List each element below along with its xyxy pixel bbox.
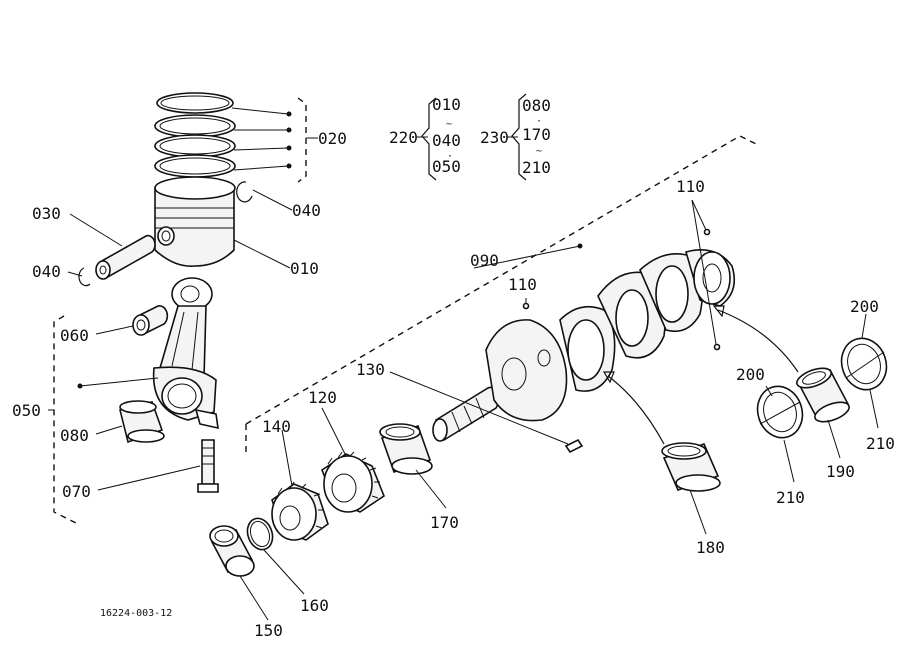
thrust-washer-front	[756, 385, 804, 439]
front-bearing	[379, 423, 433, 475]
kit-230-to: 210	[522, 158, 551, 177]
label-120: 120	[308, 388, 337, 407]
woodruff-key	[564, 438, 584, 454]
label-050: 050	[12, 401, 41, 420]
label-200-rear: 200	[850, 297, 879, 316]
main-bearing	[661, 442, 721, 492]
crankpin-bearing	[119, 400, 165, 444]
label-150: 150	[254, 621, 283, 640]
oil-pump-gear	[271, 481, 329, 541]
label-040-right: 040	[292, 201, 321, 220]
kit-220-legend: 220 010 ~ 040 · 050	[389, 95, 461, 181]
label-210-front: 210	[776, 488, 805, 507]
label-110-rear: 110	[676, 177, 705, 196]
piston-rings	[154, 92, 236, 178]
label-030: 030	[32, 204, 61, 223]
kit-230-mid: 170	[522, 125, 551, 144]
piston	[154, 176, 236, 267]
label-040-left: 040	[32, 262, 61, 281]
kit-230-sep2: ~	[536, 146, 542, 157]
label-180: 180	[696, 538, 725, 557]
label-160: 160	[300, 596, 329, 615]
snap-ring-left	[78, 267, 91, 287]
label-130: 130	[356, 360, 385, 379]
piston-pin	[95, 234, 156, 280]
label-060: 060	[60, 326, 89, 345]
kit-220-number: 220	[389, 128, 418, 147]
label-210-rear: 210	[866, 434, 895, 453]
connecting-rod-bolt	[197, 439, 219, 493]
kit-230-number: 230	[480, 128, 509, 147]
o-ring	[246, 517, 274, 551]
collar	[209, 525, 255, 577]
thrust-washer-rear	[840, 337, 888, 391]
connecting-rod	[152, 277, 219, 430]
label-200-front: 200	[736, 365, 765, 384]
label-140: 140	[262, 417, 291, 436]
kit-220-sep2: ·	[447, 151, 453, 162]
crank-gear	[321, 451, 385, 513]
kit-220-from: 010	[432, 95, 461, 114]
arrow-main-bearing	[607, 375, 665, 445]
label-170: 170	[430, 513, 459, 532]
label-020: 020	[318, 129, 347, 148]
kit-220-mid: 040	[432, 131, 461, 150]
label-010: 010	[290, 259, 319, 278]
label-070: 070	[62, 482, 91, 501]
label-110-front: 110	[508, 275, 537, 294]
kit-230-legend: 230 080 · 170 ~ 210	[480, 93, 551, 181]
arrow-rear-bearing	[717, 309, 799, 373]
crankshaft	[432, 249, 736, 442]
kit-220-to: 050	[432, 157, 461, 176]
small-end-bushing	[132, 305, 169, 336]
ring-leader-lines	[231, 97, 318, 183]
drawing-number: 16224-003-12	[100, 608, 172, 619]
snap-ring-right	[236, 181, 293, 211]
label-090: 090	[470, 251, 499, 270]
plug-110-rear	[691, 199, 721, 351]
kit-220-sep1: ~	[446, 119, 452, 130]
rod-assy-bracket	[53, 315, 79, 525]
kit-230-from: 080	[522, 96, 551, 115]
crank-frame-top	[245, 135, 757, 425]
plug-110-front	[522, 298, 530, 310]
rear-bearing	[796, 367, 850, 423]
label-190: 190	[826, 462, 855, 481]
kit-230-sep1: ·	[536, 116, 542, 127]
label-080: 080	[60, 426, 89, 445]
